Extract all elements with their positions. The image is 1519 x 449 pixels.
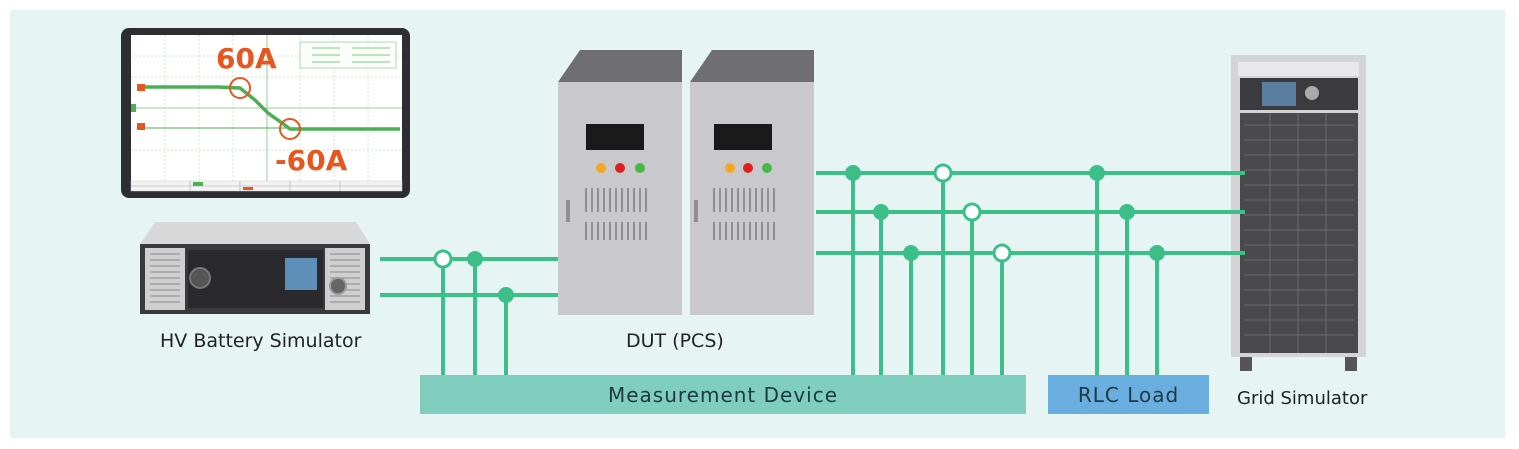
junction-filled bbox=[467, 251, 483, 267]
junction-filled bbox=[873, 204, 889, 220]
junction-filled bbox=[845, 165, 861, 181]
junctions bbox=[433, 163, 1165, 303]
battery-simulator-label: HV Battery Simulator bbox=[160, 330, 362, 352]
junction-filled bbox=[1089, 165, 1105, 181]
dut-cabinet-right bbox=[690, 50, 814, 315]
peak-negative-marker bbox=[279, 118, 301, 140]
junction-hollow bbox=[962, 202, 982, 222]
wiring bbox=[380, 171, 1245, 375]
oscilloscope-screen bbox=[121, 28, 410, 198]
junction-hollow bbox=[992, 243, 1012, 263]
measurement-device-box bbox=[420, 375, 1026, 414]
dut-cabinet-left bbox=[558, 50, 682, 315]
dut-label: DUT (PCS) bbox=[626, 330, 724, 352]
peak-positive-marker bbox=[229, 77, 251, 99]
scope-peak-negative-label: -60A bbox=[275, 144, 348, 177]
junction-hollow bbox=[933, 163, 953, 183]
junction-filled bbox=[1149, 245, 1165, 261]
junction-filled bbox=[1119, 204, 1135, 220]
scope-peak-positive-label: 60A bbox=[216, 42, 277, 75]
grid-simulator-cabinet bbox=[1231, 55, 1366, 371]
junction-filled bbox=[498, 287, 514, 303]
rlc-load-label: RLC Load bbox=[1077, 382, 1180, 407]
scope-trace bbox=[145, 85, 400, 131]
grid-simulator-label: Grid Simulator bbox=[1237, 388, 1368, 409]
rlc-load-box bbox=[1048, 375, 1209, 414]
battery-simulator-device bbox=[140, 222, 370, 314]
junction-filled bbox=[903, 245, 919, 261]
junction-hollow bbox=[433, 249, 453, 269]
measurement-device-label: Measurement Device bbox=[607, 382, 839, 407]
